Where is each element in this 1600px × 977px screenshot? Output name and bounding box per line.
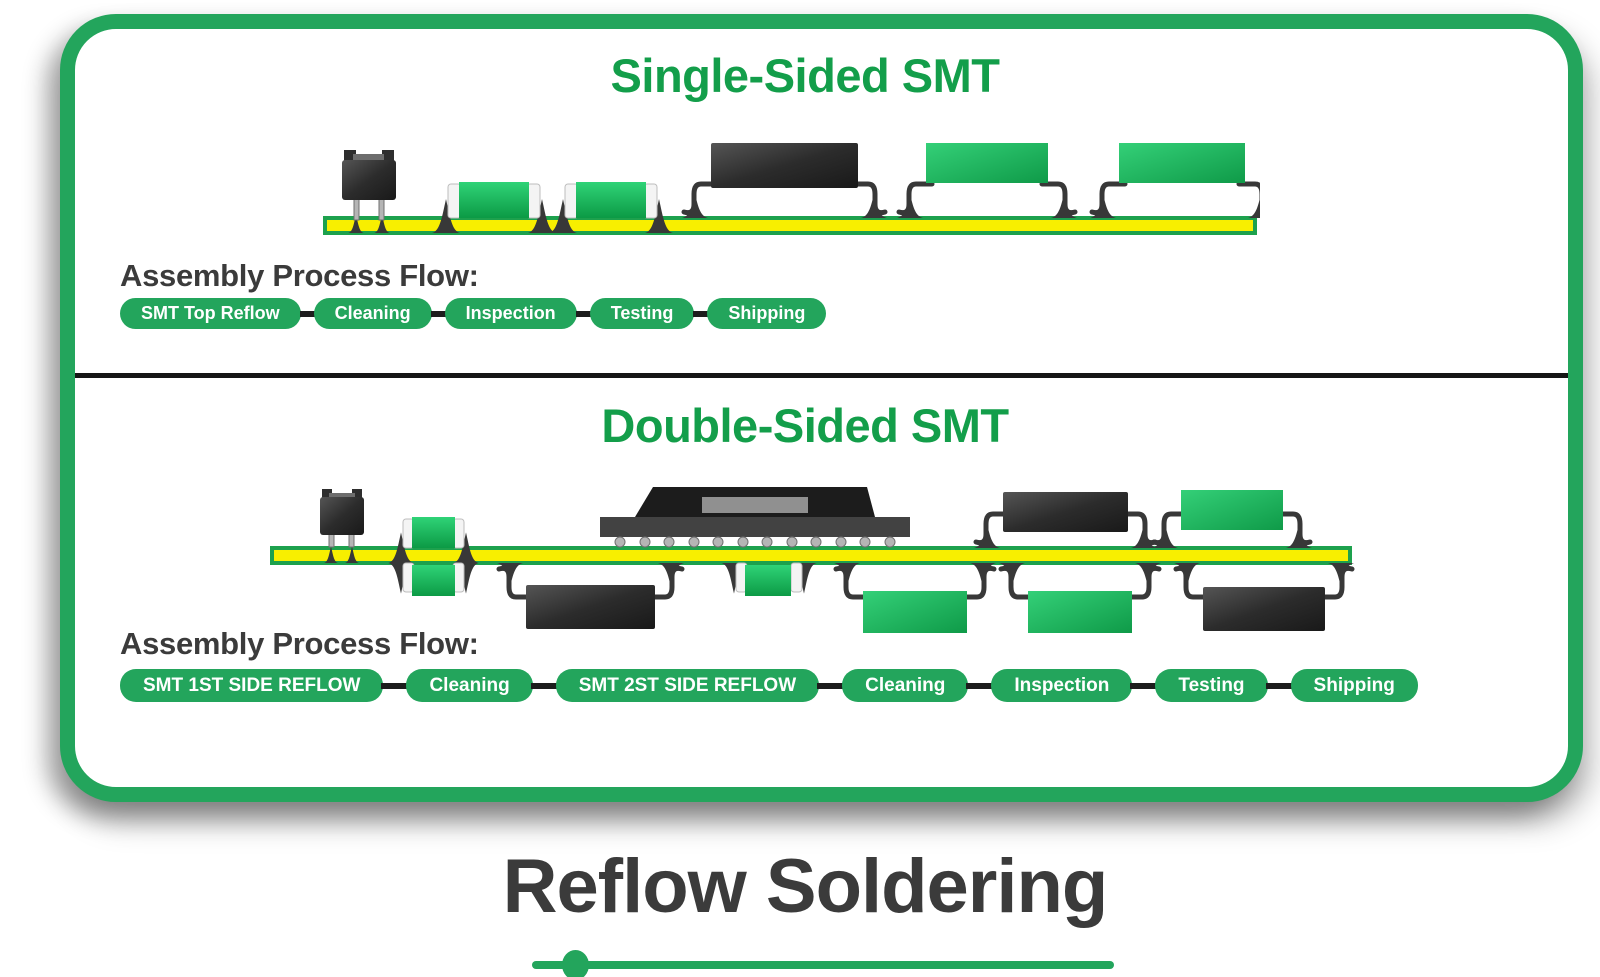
- flow-step: Testing: [1155, 669, 1268, 702]
- dark-ic-component: [682, 143, 887, 218]
- title-underline: [532, 950, 1114, 977]
- pcb-board: [270, 546, 1352, 565]
- flow-connector: [1265, 682, 1293, 689]
- chip-component-bottom: [721, 562, 817, 596]
- double-sided-pcb-illustration: [270, 487, 1355, 633]
- assembly-flow-label: Assembly Process Flow:: [120, 258, 479, 293]
- flow-connector: [1130, 682, 1158, 689]
- transistor-component: [342, 150, 396, 233]
- flow-connector: [299, 310, 315, 317]
- transistor-component: [320, 489, 364, 563]
- single-sided-title: Single-Sided SMT: [610, 49, 1000, 102]
- dark-ic-component: [974, 492, 1157, 548]
- flow-step: SMT Top Reflow: [120, 298, 301, 329]
- flow-step: SMT 1ST SIDE REFLOW: [120, 669, 384, 702]
- double-flow-steps: SMT 1ST SIDE REFLOW Cleaning SMT 2ST SID…: [120, 669, 1418, 702]
- flow-connector: [817, 682, 845, 689]
- flow-step: Inspection: [991, 669, 1133, 702]
- flow-step: Testing: [589, 298, 695, 329]
- flow-connector: [430, 310, 446, 317]
- section-divider: [75, 373, 1568, 378]
- single-sided-pcb-illustration: [323, 143, 1260, 235]
- pcb-board: [323, 216, 1257, 235]
- flow-connector: [693, 310, 709, 317]
- bga-chip-component: [600, 487, 910, 548]
- flow-step: Inspection: [444, 298, 577, 329]
- chip-component: [432, 182, 556, 233]
- flow-connector: [381, 682, 409, 689]
- assembly-flow-label: Assembly Process Flow:: [120, 626, 479, 661]
- chip-component: [388, 517, 479, 563]
- green-ic-component-bottom: [834, 563, 996, 633]
- underline-dot: [562, 950, 589, 977]
- single-flow-steps: SMT Top Reflow Cleaning Inspection Testi…: [120, 298, 827, 329]
- dark-ic-component-bottom: [497, 563, 684, 629]
- dark-ic-component-bottom: [1174, 563, 1354, 631]
- flow-step: SMT 2ST SIDE REFLOW: [555, 669, 820, 702]
- green-ic-component: [1090, 143, 1260, 218]
- flow-connector: [530, 682, 558, 689]
- green-ic-component: [1152, 490, 1312, 548]
- green-ic-component: [897, 143, 1077, 218]
- flow-connector: [966, 682, 994, 689]
- flow-step: Shipping: [707, 298, 827, 329]
- flow-connector: [575, 310, 591, 317]
- double-sided-title: Double-Sided SMT: [601, 399, 1009, 452]
- page-title: Reflow Soldering: [502, 844, 1109, 929]
- chip-component-bottom: [388, 562, 479, 596]
- flow-step: Cleaning: [842, 669, 969, 702]
- flow-step: Cleaning: [313, 298, 432, 329]
- chip-component: [549, 182, 673, 233]
- solder-balls: [614, 536, 896, 548]
- green-ic-component-bottom: [999, 563, 1161, 633]
- flow-step: Cleaning: [406, 669, 533, 702]
- flow-step: Shipping: [1290, 669, 1418, 702]
